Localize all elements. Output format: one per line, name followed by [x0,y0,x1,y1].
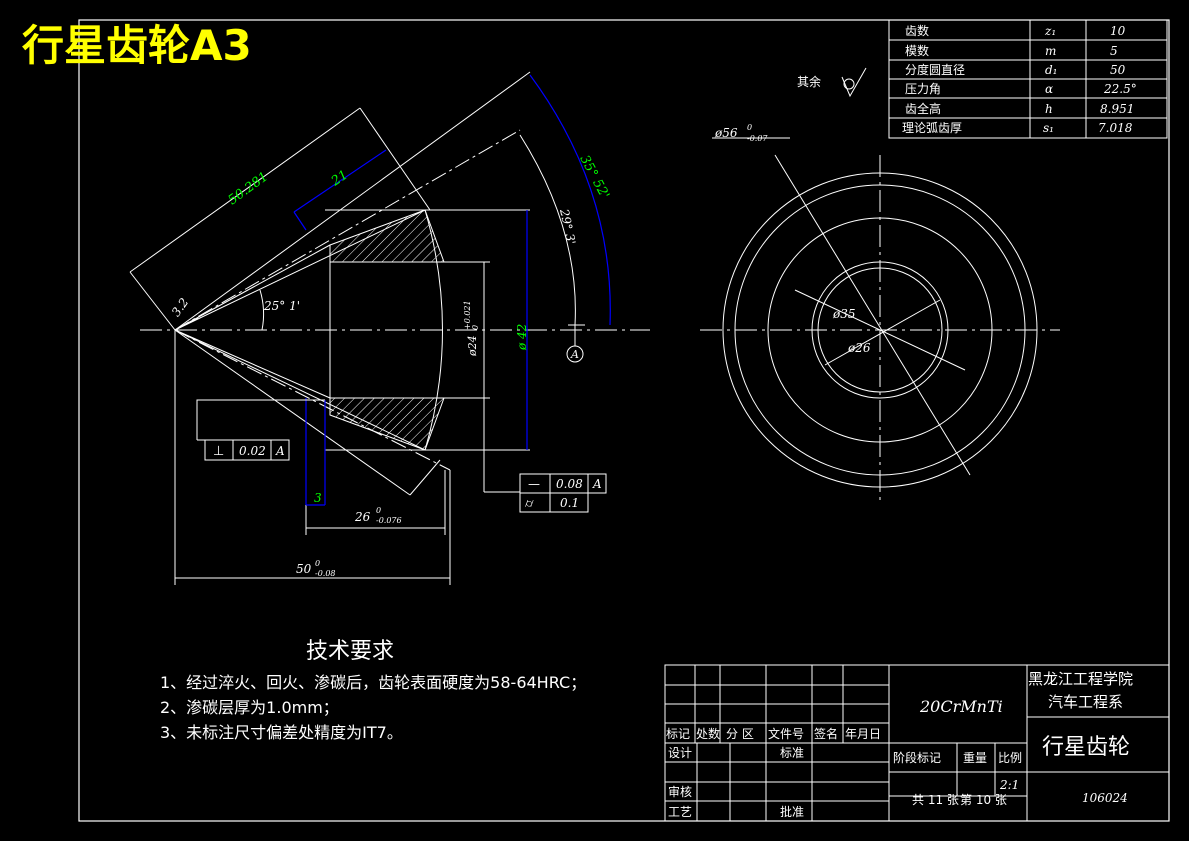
tb-process: 工艺 [668,805,692,819]
tb-check: 审核 [668,784,692,799]
dim-50-tol-lower: -0.08 [315,569,336,578]
dim-26: 26 [354,510,371,524]
perp-symbol: ⊥ [213,444,224,459]
tb-dept: 汽车工程系 [1048,693,1123,711]
dim-29-3: 29° 3' [557,207,578,246]
tech-item: 2、渗碳层厚为1.0mm； [160,698,339,717]
dim-50281: 50.281 [226,169,272,208]
tb-code: 106024 [1082,791,1128,805]
tech-heading: 技术要求 [306,639,394,664]
param-value: 22.5° [1103,82,1137,96]
param-symbol: s₁ [1043,121,1054,135]
front-view [700,137,1060,505]
param-symbol: z₁ [1044,24,1056,38]
tb-header-mark: 标记 [666,727,690,741]
param-symbol: h [1045,102,1053,116]
runout-value: 0.08 [556,477,583,491]
tb-header-date: 年月日 [845,727,881,741]
hatch-lower [329,397,445,451]
dim-35-52: 35° 52' [576,153,611,202]
dim-56: ø56 [714,126,738,140]
runout-symbol: — [528,477,540,491]
param-value: 5 [1110,44,1118,58]
datum-label: A [570,348,579,361]
dim-42: ø 42 [515,324,529,351]
tb-header-doc: 文件号 [768,726,804,741]
param-value: 10 [1110,24,1126,38]
param-value: 8.951 [1100,102,1134,116]
param-symbol: α [1045,82,1053,96]
tb-header-zone: 分 区 [726,727,754,741]
param-value: 50 [1110,63,1126,77]
tb-material: 20CrMnTi [919,697,1003,716]
parameter-table-text: 齿数 z₁ 10 模数 m 5 分度圆直径 d₁ 50 压力角 α 22.5° … [902,23,1137,135]
title-block-text: 标记 处数 分 区 文件号 签名 年月日 设计 标准 审核 工艺 批准 20Cr… [666,670,1133,819]
tb-stage: 阶段标记 [893,750,941,765]
cyl-symbol: ⌭ [525,496,534,510]
param-name: 齿数 [905,23,929,38]
param-name: 模数 [905,43,929,58]
param-name: 压力角 [905,82,941,96]
tb-design: 设计 [668,746,692,760]
tb-sheet-no: 第 10 张 [960,793,1007,807]
datum-symbol: A [566,340,584,363]
blue-dimension-lines [293,74,611,506]
tb-approve: 批准 [780,804,804,819]
tech-item: 1、经过淬火、回火、渗碳后，齿轮表面硬度为58-64HRC； [160,673,586,692]
dimension-lines [129,107,585,585]
dim-24: ø24 [466,335,479,357]
dim-24-tol: +0.021 [463,300,472,330]
param-name: 分度圆直径 [905,62,965,77]
dim-26b: ø26 [847,341,871,355]
tb-standard: 标准 [780,746,804,760]
dim-26-tol-upper: 0 [376,506,381,515]
perp-value: 0.02 [239,444,266,458]
runout-frame [519,473,607,513]
tb-header-count: 处数 [696,726,720,741]
param-value: 7.018 [1098,121,1133,135]
dim-26-tol-lower: -0.076 [376,516,402,525]
dim-3: 3 [314,491,322,505]
roughness-note: 其余 [797,74,821,89]
parameter-table [888,19,1168,139]
param-name: 理论弧齿厚 [902,121,962,135]
dim-25-1: 25° 1' [263,299,300,313]
runout-ref: A [592,477,602,491]
drawing-title: 行星齿轮A3 [22,21,252,70]
dim-50: 50 [296,562,312,576]
tb-scale-label: 比例 [998,751,1022,765]
cyl-value: 0.1 [560,496,579,510]
tech-item: 3、未标注尺寸偏差处精度为IT7。 [160,723,403,742]
dim-56-tol-lower: -0.07 [747,134,768,143]
dim-35: ø35 [832,307,856,321]
param-name: 齿全高 [905,101,941,116]
tb-school: 黑龙江工程学院 [1028,670,1133,688]
tb-header-sign: 签名 [814,726,838,741]
dim-3-2: 3.2 [169,295,191,319]
drawing-border [78,19,1170,822]
tb-scale: 2:1 [999,778,1019,792]
dim-24-tol0: 0 [471,325,480,330]
tb-sheets: 共 11 张 [912,793,959,807]
dim-50-tol-upper: 0 [315,559,320,568]
tb-weight: 重量 [963,751,987,765]
tb-part-name: 行星齿轮 [1042,735,1130,760]
hatch-upper [329,209,445,263]
perp-ref: A [275,444,285,458]
dim-56-tol-upper: 0 [747,123,752,132]
roughness-symbol [841,67,867,98]
title-block [664,664,1170,822]
perpendicularity-frame [196,399,325,461]
param-symbol: m [1045,44,1056,58]
param-symbol: d₁ [1045,63,1058,77]
